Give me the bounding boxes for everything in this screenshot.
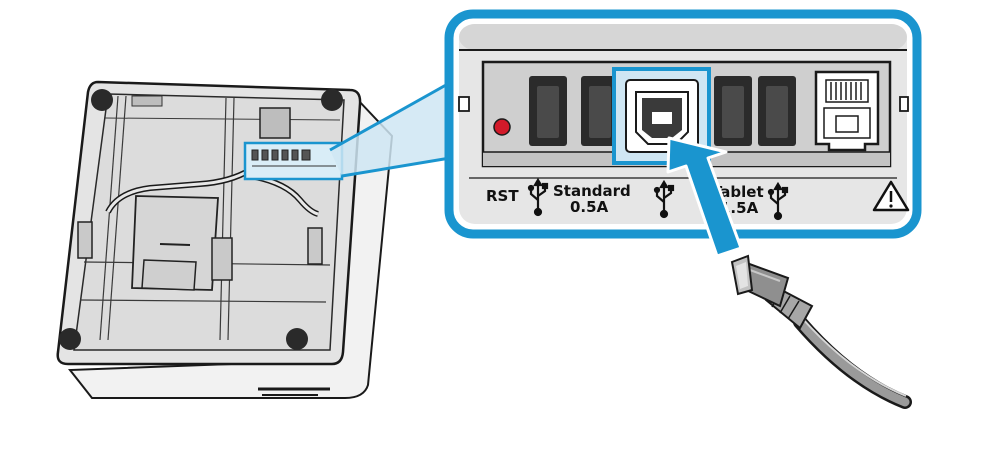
usb-b-cable — [730, 254, 912, 409]
port-panel-zoom: RST Standard 0.5A Tablet 1.5A — [444, 9, 922, 239]
rst-label: RST — [486, 187, 519, 205]
usb-a-port-3 — [714, 76, 752, 146]
usb-icon-middle — [653, 179, 675, 219]
usb-a-port-4 — [758, 76, 796, 146]
warning-icon — [872, 180, 910, 212]
rj-jack — [814, 70, 880, 152]
callout-beam — [330, 76, 462, 176]
device-bottom-view — [56, 80, 394, 399]
usb-icon-tablet — [767, 181, 789, 221]
usb-icon-standard — [527, 177, 549, 217]
standard-label-line1: Standard — [553, 182, 631, 200]
reset-button-dot — [493, 118, 511, 136]
insert-arrow — [666, 136, 743, 258]
usb-b-port-highlight — [612, 67, 711, 165]
tablet-label-line1: Tablet — [712, 183, 764, 201]
standard-label-line2: 0.5A — [570, 198, 609, 216]
usb-a-port-2 — [581, 76, 619, 146]
tablet-label-line2: 1.5A — [720, 199, 759, 217]
usb-a-port-1 — [529, 76, 567, 146]
